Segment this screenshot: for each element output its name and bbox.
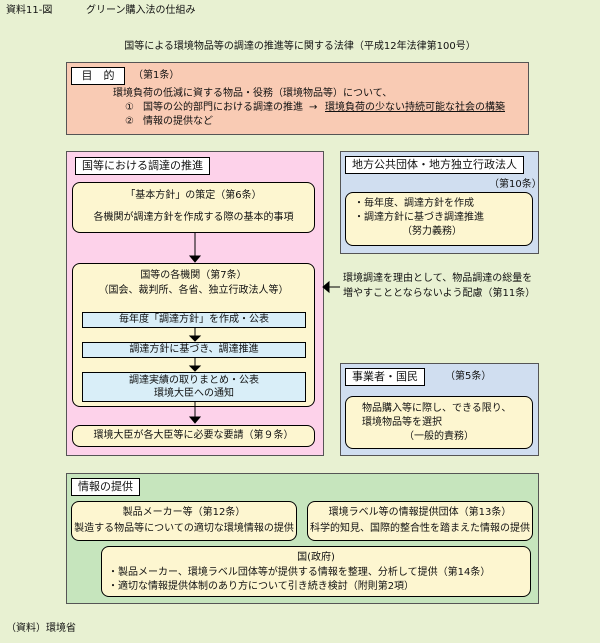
business-line1: 物品購入等に際し、できる限り、 (362, 403, 512, 414)
agencies-sub: （国会、裁判所、各省、独立行政法人等） (98, 285, 289, 296)
arrow-note-to-agencies (322, 280, 340, 294)
step-report-line2: 環境大臣への通知 (154, 388, 234, 399)
label-org-box: 環境ラベル等の情報提供団体（第13条） 科学的知見、国際的整合性を踏まえた情報の… (307, 501, 533, 541)
local-item1: ・毎年度、調達方針を作成 (354, 198, 474, 209)
step-promote: 調達方針に基づき、調達推進 (82, 342, 306, 358)
purpose-item2-text: 情報の提供など (143, 116, 213, 127)
purpose-heading: 目 的 (71, 67, 125, 85)
law-title: 国等による環境物品等の調達の推進等に関する法律（平成12年法律第100号） (124, 41, 476, 52)
business-line3: （一般的責務） (404, 431, 474, 442)
source-note: （資料）環境省 (6, 623, 76, 634)
purpose-arrow: → (309, 102, 318, 113)
gov-line1: ・製品メーカー、環境ラベル団体等が提供する情報を整理、分析して提供（第14条） (108, 567, 491, 578)
purpose-item1-num: ① (125, 102, 134, 113)
maker-title: 製品メーカー等（第12条） (122, 507, 246, 518)
arrow-policy-to-agencies (188, 233, 202, 263)
agencies-box: 国等の各機関（第7条） （国会、裁判所、各省、独立行政法人等） 毎年度「調達方針… (72, 263, 315, 407)
label-org-title: 環境ラベル等の情報提供団体（第13条） (328, 507, 512, 518)
business-heading: 事業者・国民 (345, 368, 425, 386)
local-item2: ・調達方針に基づき調達推進 (354, 212, 484, 223)
purpose-line1: 環境負荷の低減に資する物品・役務（環境物品等）について、 (113, 88, 393, 99)
figure-title: グリーン購入法の仕組み (86, 5, 196, 16)
basic-policy-text: 各機関が調達方針を作成する際の基本的事項 (93, 212, 294, 223)
basic-policy-box: 「基本方針」の策定（第6条） 各機関が調達方針を作成する際の基本的事項 (72, 182, 315, 233)
figure-label: 資料11-図 (6, 5, 53, 16)
local-panel: 地方公共団体・地方独立行政法人 （第10条） ・毎年度、調達方針を作成 ・調達方… (340, 151, 542, 254)
info-heading: 情報の提供 (71, 478, 140, 496)
business-line2: 環境物品等を選択 (362, 417, 442, 428)
basic-policy-title: 「基本方針」の策定（第6条） (125, 190, 262, 201)
arrow-step2-to-step3 (188, 357, 202, 372)
local-article: （第10条） (489, 179, 542, 190)
maker-text: 製造する物品等についての適切な環境情報の提供 (74, 523, 294, 534)
step-create-policy: 毎年度「調達方針」を作成・公表 (82, 312, 306, 328)
gov-box: 国(政府) ・製品メーカー、環境ラベル団体等が提供する情報を整理、分析して提供（… (101, 546, 531, 597)
arrow-step1-to-step2 (188, 327, 202, 342)
national-heading: 国等における調達の推進 (75, 157, 210, 175)
ministry-request: 環境大臣が各大臣等に必要な要請（第９条） (72, 425, 315, 447)
gov-title: 国(政府) (297, 552, 335, 563)
info-panel: 情報の提供 製品メーカー等（第12条） 製造する物品等についての適切な環境情報の… (66, 473, 539, 604)
purpose-article: （第1条） (133, 70, 180, 81)
maker-box: 製品メーカー等（第12条） 製造する物品等についての適切な環境情報の提供 (71, 501, 297, 541)
local-effort: （努力義務） (402, 226, 462, 237)
note-line1: 環境調達を理由として、物品調達の総量を (343, 273, 533, 284)
purpose-item2-num: ② (125, 116, 134, 127)
local-box: ・毎年度、調達方針を作成 ・調達方針に基づき調達推進 （努力義務） (345, 192, 533, 246)
purpose-item1-result: 環境負荷の少ない持続可能な社会の構築 (325, 102, 505, 113)
step-report: 調達実績の取りまとめ・公表 環境大臣への通知 (82, 372, 306, 402)
purpose-panel: 目 的 （第1条） 環境負荷の低減に資する物品・役務（環境物品等）について、 ①… (66, 62, 529, 135)
national-panel: 国等における調達の推進 「基本方針」の策定（第6条） 各機関が調達方針を作成する… (66, 151, 324, 456)
arrow-step3-to-request (188, 402, 202, 424)
agencies-title: 国等の各機関（第7条） (140, 270, 247, 281)
local-heading: 地方公共団体・地方独立行政法人 (345, 156, 524, 174)
business-panel: 事業者・国民 （第5条） 物品購入等に際し、できる限り、 環境物品等を選択 （一… (340, 363, 539, 456)
gov-line2: ・適切な情報提供体制のあり方について引き続き検討（附則第2項） (108, 581, 415, 592)
step-report-line1: 調達実績の取りまとめ・公表 (129, 375, 259, 386)
note-line2: 増やすこととならないよう配慮（第11条） (343, 288, 536, 299)
business-box: 物品購入等に際し、できる限り、 環境物品等を選択 （一般的責務） (345, 396, 533, 449)
label-org-text: 科学的知見、国際的整合性を踏まえた情報の提供 (310, 523, 530, 534)
purpose-item1-text: 国等の公的部門における調達の推進 (143, 102, 303, 113)
business-article: （第5条） (445, 371, 492, 382)
